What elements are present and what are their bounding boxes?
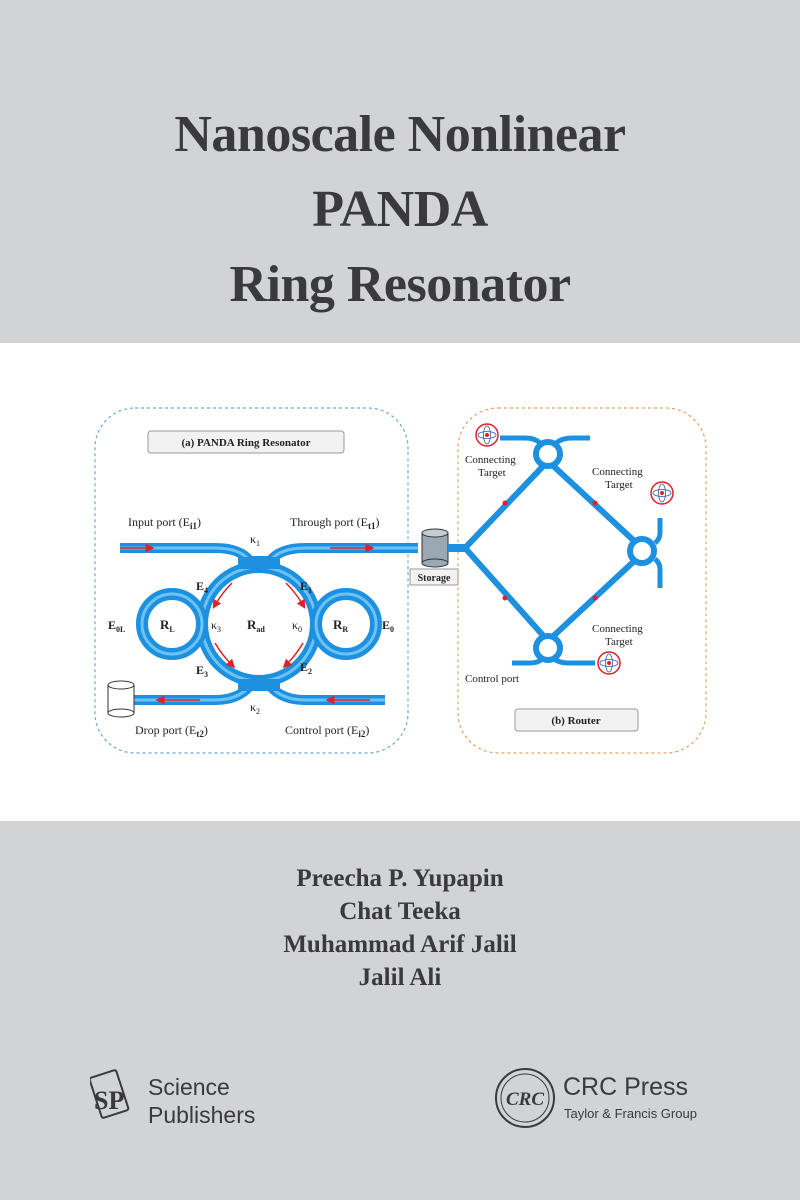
coupler-bottom <box>238 679 280 691</box>
kappa2-label: κ2 <box>250 700 260 716</box>
target-atom-1 <box>475 423 499 447</box>
crc-press-name: CRC Press <box>563 1073 689 1101</box>
panel-b-label-box <box>514 708 639 732</box>
left-ring-highlight <box>140 592 204 656</box>
panel-a-frame <box>94 407 409 754</box>
e1-label: E1 <box>300 579 312 595</box>
rr-label: RR <box>333 617 348 634</box>
target-3-line-2: Target <box>605 636 633 648</box>
storage-label: Storage <box>418 573 451 584</box>
panda-ring-figure: (a) PANDA Ring Resonator Input port (Ei1… <box>94 407 707 754</box>
router-node-bottom <box>533 633 563 663</box>
panel-a-label: (a) PANDA Ring Resonator <box>181 437 310 449</box>
e0-label: E0 <box>382 618 394 634</box>
rad-label: Rad <box>247 617 265 634</box>
router-node-right <box>627 536 657 566</box>
kappa0-label: κ0 <box>292 618 302 634</box>
center-ring-highlight <box>200 565 318 683</box>
sp-monogram: SP <box>94 1086 124 1115</box>
ring-arrow-3 <box>282 642 304 669</box>
panel-b-frame <box>457 407 707 754</box>
author-3: Muhammad Arif Jalil <box>283 931 517 958</box>
crc-press-logo: CRC <box>494 1067 556 1129</box>
crc-monogram: CRC <box>506 1089 544 1110</box>
rl-label: RL <box>160 617 175 634</box>
cover-figure: (a) PANDA Ring Resonator Input port (Ei1… <box>0 343 800 821</box>
author-2: Chat Teeka <box>339 898 461 925</box>
target-1-line-2: Target <box>478 467 506 479</box>
book-title-line-3: Ring Resonator <box>229 256 571 313</box>
e3-label: E3 <box>196 663 208 679</box>
coupler-top <box>238 557 280 569</box>
router-node-top <box>533 439 563 469</box>
input-port-label: Input port (Ei1) <box>128 515 201 531</box>
crc-press-subtitle: Taylor & Francis Group <box>564 1106 697 1121</box>
storage-cylinder <box>421 528 449 568</box>
author-4: Jalil Ali <box>358 964 442 991</box>
router-arrow-2 <box>592 500 598 506</box>
target-atom-3 <box>597 651 621 675</box>
science-publishers-logo: SP <box>88 1069 140 1125</box>
e0l-label: E0L <box>108 618 125 634</box>
control-port-label: Control port (Ei2) <box>285 723 369 739</box>
router-control-port-label: Control port <box>465 673 519 685</box>
router-arrow-3 <box>592 595 598 601</box>
e4-label: E4 <box>196 579 208 595</box>
ring-arrow-1 <box>212 582 233 609</box>
right-ring-highlight <box>314 592 378 656</box>
kappa3-label: κ3 <box>211 618 221 634</box>
router-top-bus <box>500 435 590 445</box>
target-2-line-2: Target <box>605 479 633 491</box>
through-port-label: Through port (Et1) <box>290 515 379 531</box>
drop-port-label: Drop port (Et2) <box>135 723 208 739</box>
router-right-bus <box>653 518 663 588</box>
authors-band: Preecha P. Yupapin Chat Teeka Muhammad A… <box>0 821 800 1200</box>
title-band: Nanoscale Nonlinear PANDA Ring Resonator <box>0 0 800 343</box>
target-1-line-1: Connecting <box>465 454 516 466</box>
router-bottom-bus <box>512 656 595 666</box>
panel-b-label: (b) Router <box>551 715 600 727</box>
e2-label: E2 <box>300 660 312 676</box>
ring-arrow-2 <box>285 582 306 609</box>
target-2-line-1: Connecting <box>592 466 643 478</box>
target-atom-2 <box>650 481 674 505</box>
ring-arrow-4 <box>214 642 236 669</box>
sp-line-1: Science <box>148 1074 230 1100</box>
target-3-line-1: Connecting <box>592 623 643 635</box>
sp-line-2: Publishers <box>148 1102 256 1128</box>
router-arrow-4 <box>502 595 508 601</box>
book-title-line-1: Nanoscale Nonlinear <box>174 106 626 163</box>
drop-storage-cylinder <box>107 680 135 718</box>
router-arrow-1 <box>502 500 508 506</box>
author-1: Preecha P. Yupapin <box>296 865 504 892</box>
panel-a-label-box <box>147 430 345 454</box>
book-title-line-2: PANDA <box>312 181 488 238</box>
kappa1-label: κ1 <box>250 532 260 548</box>
